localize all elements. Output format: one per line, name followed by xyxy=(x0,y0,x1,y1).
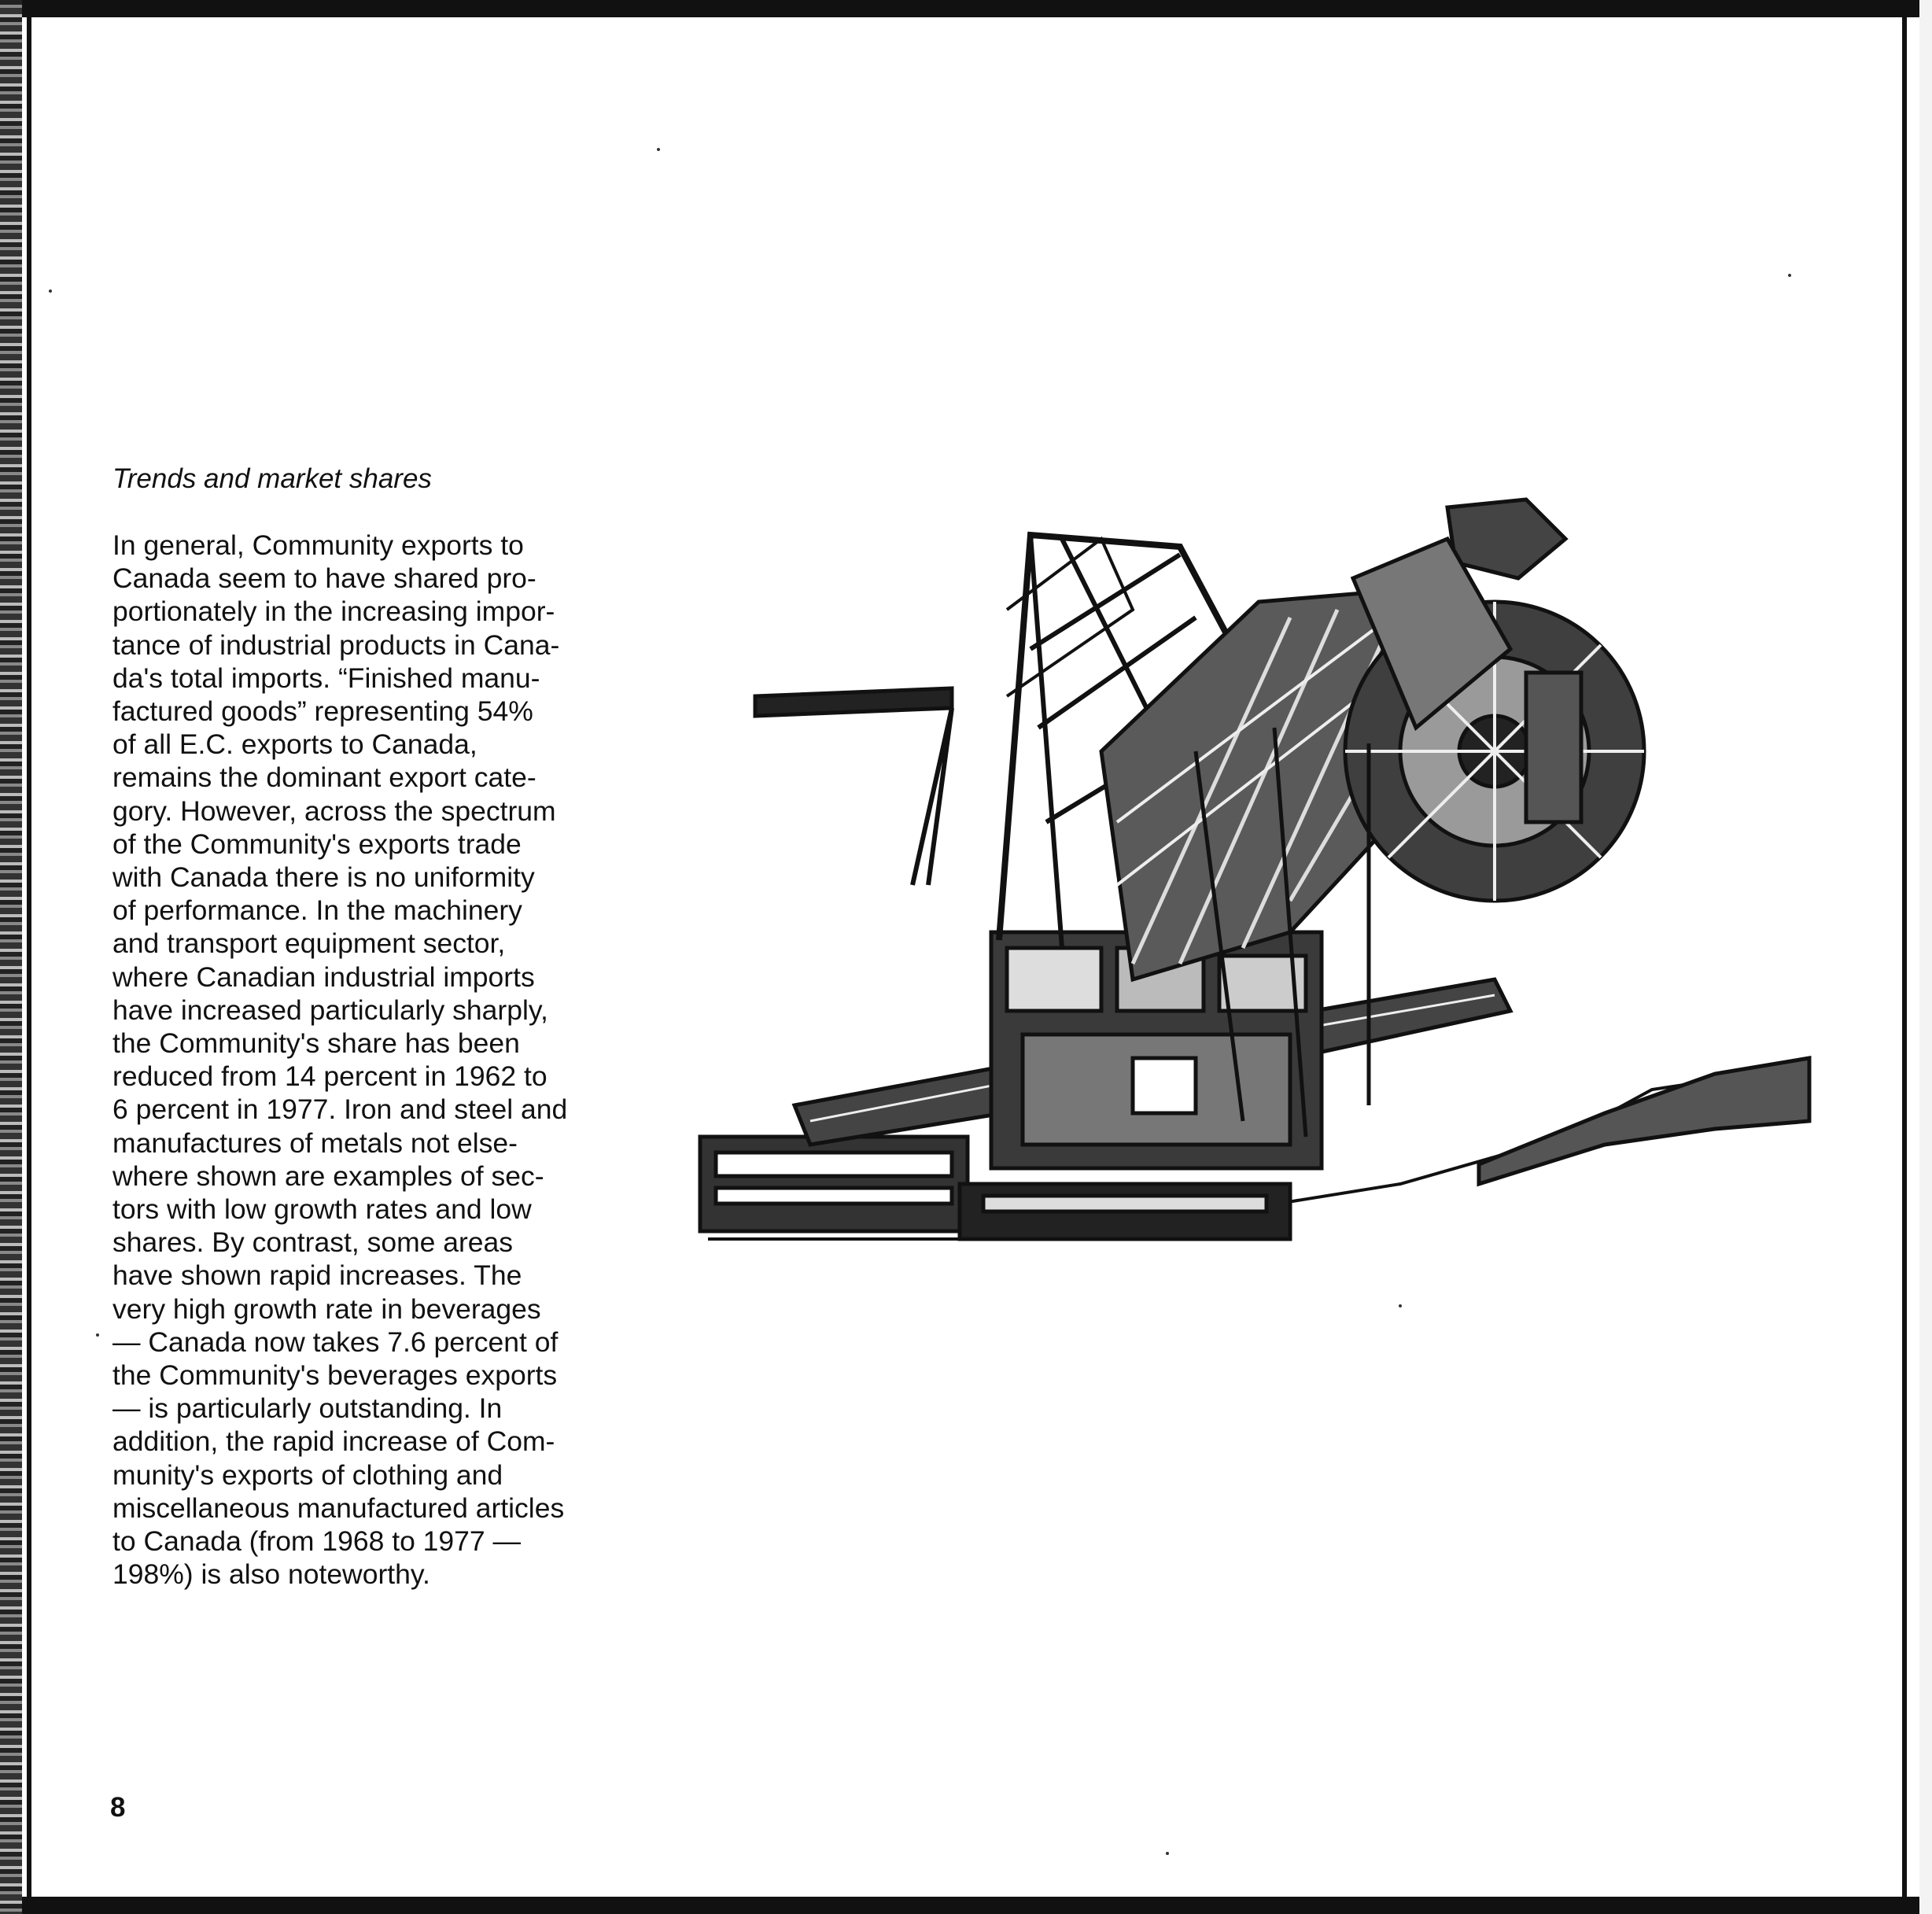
excavator-drawing xyxy=(698,497,1812,1241)
body-line: have increased particularly sharply, xyxy=(112,994,548,1026)
body-line: the Community's beverages exports xyxy=(112,1359,558,1392)
page-border-left xyxy=(27,17,31,1897)
body-line: tance of industrial products in Cana- xyxy=(112,629,560,661)
body-line: tors with low growth rates and low xyxy=(112,1193,532,1226)
body-line: Canada seem to have shared pro- xyxy=(112,562,536,595)
page-margin-right xyxy=(1919,0,1932,1914)
section-heading: Trends and market shares xyxy=(112,463,432,494)
page-border-right xyxy=(1902,17,1907,1897)
scan-speck xyxy=(49,289,52,293)
body-line: remains the dominant export cate- xyxy=(112,762,536,794)
body-line: very high growth rate in beverages xyxy=(112,1293,541,1325)
page-binding-edge xyxy=(0,0,22,1914)
excavator-illustration xyxy=(698,497,1812,1241)
body-line: factured goods” representing 54% xyxy=(112,695,533,728)
body-line: with Canada there is no uniformity xyxy=(112,861,535,894)
body-line: manufactures of metals not else- xyxy=(112,1127,518,1159)
scan-speck xyxy=(1166,1852,1169,1855)
body-line: 198%) is also noteworthy. xyxy=(112,1558,430,1591)
body-line: — is particularly outstanding. In xyxy=(112,1392,503,1425)
body-line: portionately in the increasing impor- xyxy=(112,596,555,628)
page-border-bottom xyxy=(0,1897,1932,1914)
body-line: of the Community's exports trade xyxy=(112,828,522,860)
scan-speck xyxy=(1788,274,1791,277)
page-border-top xyxy=(0,0,1932,17)
body-line: where Canadian industrial imports xyxy=(112,961,535,993)
body-line: da's total imports. “Finished manu- xyxy=(112,662,540,694)
body-line: gory. However, across the spectrum xyxy=(112,795,556,827)
body-line: and transport equipment sector, xyxy=(112,927,506,960)
scan-speck xyxy=(96,1333,99,1337)
body-line: of performance. In the machinery xyxy=(112,894,522,927)
body-line: miscellaneous manufactured articles xyxy=(112,1492,565,1524)
page-number: 8 xyxy=(110,1792,126,1823)
body-line: In general, Community exports to xyxy=(112,529,524,561)
main-mast xyxy=(996,531,1246,941)
body-line: of all E.C. exports to Canada, xyxy=(112,728,477,761)
body-line: to Canada (from 1968 to 1977 — xyxy=(112,1525,522,1558)
body-line: 6 percent in 1977. Iron and steel and xyxy=(112,1093,568,1126)
body-line: reduced from 14 percent in 1962 to xyxy=(112,1060,548,1093)
body-line: shares. By contrast, some areas xyxy=(112,1226,514,1259)
body-line: munity's exports of clothing and xyxy=(112,1459,503,1491)
body-line: — Canada now takes 7.6 percent of xyxy=(112,1326,559,1358)
counterweight-frame xyxy=(1350,536,1514,732)
ground-mound xyxy=(1477,1056,1812,1187)
body-line: have shown rapid increases. The xyxy=(112,1259,522,1292)
scan-speck xyxy=(657,148,660,151)
scan-speck xyxy=(1399,1304,1402,1307)
body-line: the Community's share has been xyxy=(112,1027,520,1060)
body-line: where shown are examples of sec- xyxy=(112,1160,544,1192)
body-line: addition, the rapid increase of Com- xyxy=(112,1425,555,1458)
operator-platform xyxy=(753,686,954,718)
